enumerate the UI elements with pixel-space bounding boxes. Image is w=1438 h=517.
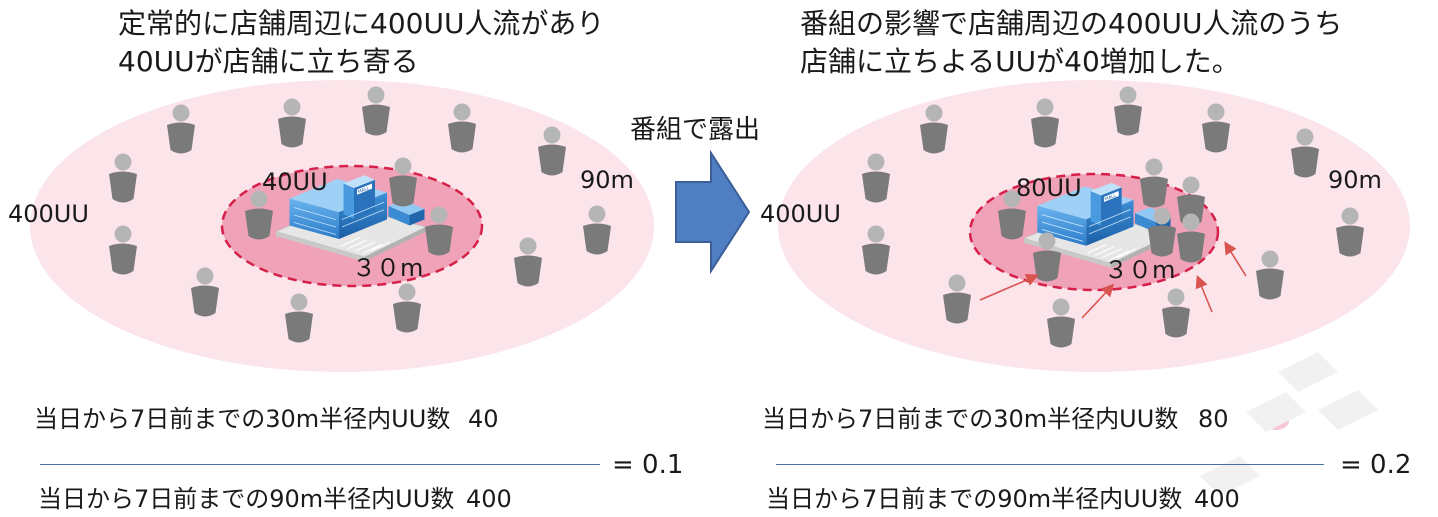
right-scene: [778, 80, 1410, 372]
left-result: = 0.1: [612, 450, 684, 480]
left-numerator-value: 40: [467, 405, 499, 433]
left-outer-radius-label: 90m: [580, 166, 634, 194]
right-title-line1: 番組の影響で店舗周辺の400UU人流のうち: [800, 7, 1343, 40]
red-arrow-icon: [1081, 283, 1115, 319]
left-outer-count-label: 400UU: [8, 200, 89, 228]
left-denominator-value: 400: [465, 485, 512, 513]
right-outer-radius-label: 90m: [1328, 166, 1382, 194]
right-inner-radius-label: ３０m: [1104, 256, 1176, 284]
left-formula-numerator: 当日から7日前までの30m半径内UU数 40: [34, 404, 499, 434]
left-fraction-line: [40, 464, 600, 465]
red-arrow-icon: [1224, 241, 1247, 277]
left-inner-radius-label: ３０m: [352, 254, 424, 282]
right-result: = 0.2: [1340, 450, 1412, 480]
right-numerator-value: 80: [1197, 405, 1229, 433]
red-arrow-icon: [979, 273, 1039, 301]
left-numerator-text: 当日から7日前までの30m半径内UU数: [34, 405, 451, 433]
left-title-line1: 定常的に店舗周辺に400UU人流があり: [118, 7, 605, 40]
red-arrow-icon: [1195, 275, 1213, 313]
right-title-line2: 店舗に立ちよるUUが40増加した。: [800, 45, 1240, 78]
right-numerator-text: 当日から7日前までの30m半径内UU数: [762, 405, 1179, 433]
watermark-shapes: [1200, 352, 1378, 496]
exposure-label: 番組で露出: [630, 115, 761, 145]
right-formula-numerator: 当日から7日前までの30m半径内UU数 80: [762, 404, 1229, 434]
right-outer-count-label: 400UU: [760, 200, 841, 228]
right-arrow-icon: [675, 149, 751, 275]
left-inner-count-label: 40UU: [262, 168, 328, 196]
right-denominator-value: 400: [1193, 485, 1240, 513]
right-formula-denominator: 当日から7日前までの90m半径内UU数 400: [766, 484, 1240, 514]
right-fraction-line: [776, 464, 1324, 465]
left-scene: [30, 80, 654, 372]
left-denominator-text: 当日から7日前までの90m半径内UU数: [38, 485, 455, 513]
red-arrow-icons: [979, 241, 1247, 319]
left-formula-denominator: 当日から7日前までの90m半径内UU数 400: [38, 484, 512, 514]
right-inner-count-label: 80UU: [1016, 174, 1082, 202]
right-denominator-text: 当日から7日前までの90m半径内UU数: [766, 485, 1183, 513]
left-title-line2: 40UUが店舗に立ち寄る: [118, 45, 419, 78]
